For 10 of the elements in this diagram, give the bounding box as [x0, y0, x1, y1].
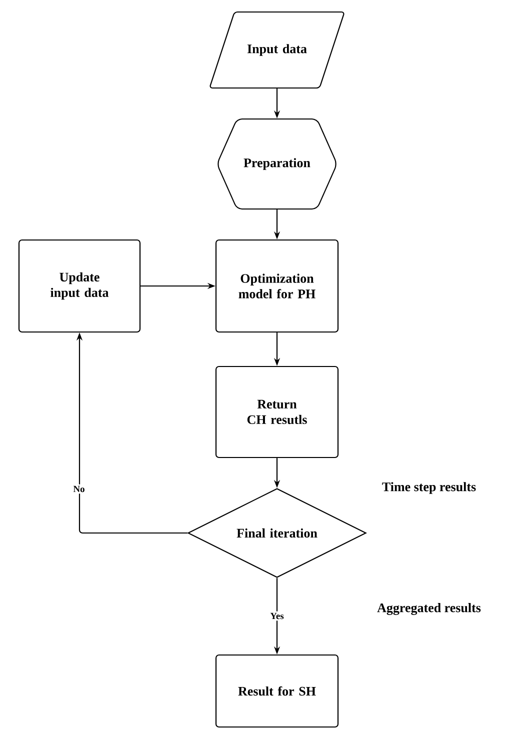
process-box: Return CH resutls [215, 366, 339, 458]
process-box: Result for SH [215, 654, 339, 728]
process-box: Update input data [18, 239, 141, 333]
annotation-text: Aggregated results [377, 603, 481, 615]
edge-label: No [72, 484, 86, 494]
process-box: Optimization model for PH [215, 239, 339, 333]
input-parallelogram: Input data [210, 11, 344, 89]
annotation-text: Time step results [382, 482, 476, 494]
preparation-hexagon: Preparation [218, 118, 336, 210]
edge-label: Yes [268, 611, 286, 621]
